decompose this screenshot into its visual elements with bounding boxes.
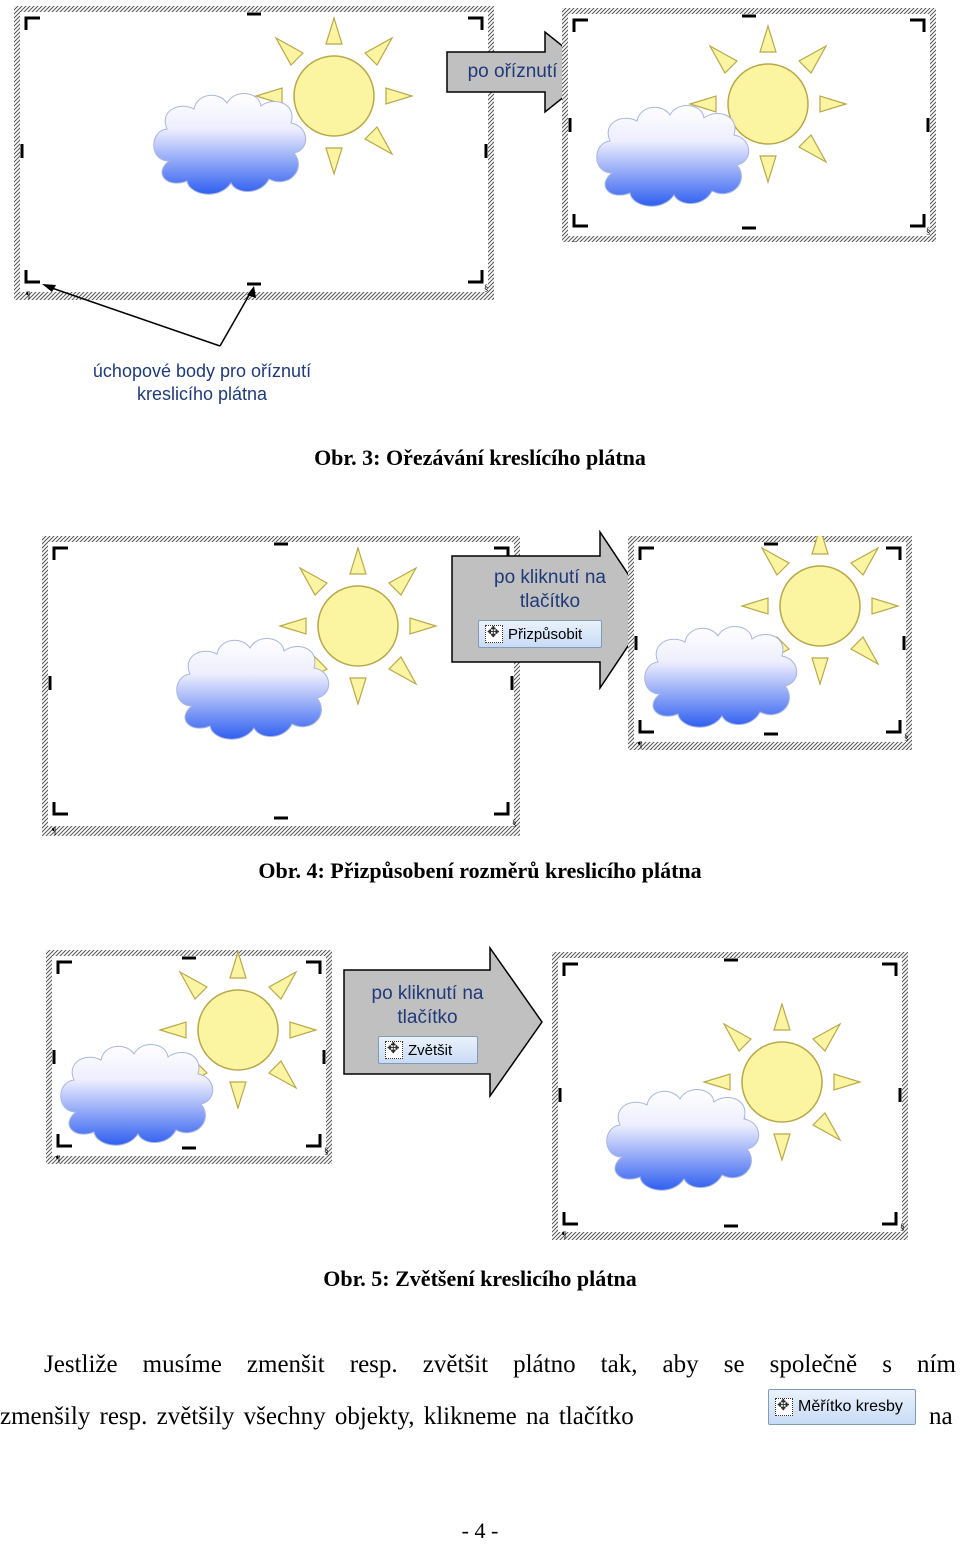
svg-text:§: §: [926, 226, 931, 236]
figure4-callout-line2: tlačítko: [519, 591, 581, 612]
paragraph-word: resp.: [349, 1351, 398, 1378]
svg-text:§: §: [484, 283, 489, 293]
paragraph-word: aby: [662, 1351, 699, 1378]
figure4-callout-text: po kliknutí na tlačítko: [455, 566, 645, 614]
paragraph-line2-text: zmenšily resp. zvětšily všechny objekty,…: [0, 1403, 634, 1430]
figure5-callout-text: po kliknutí na tlačítko: [345, 982, 510, 1030]
figure3-canvas-before[interactable]: ¶ §: [14, 6, 494, 300]
grip-label-line2: kreslicího plátna: [136, 384, 268, 404]
paragraph-word: společně: [769, 1351, 858, 1378]
figure3-grip-label: úchopové body pro oříznutí kreslicího pl…: [62, 360, 342, 406]
svg-text:¶: ¶: [26, 290, 30, 300]
figure3-callout-text: po oříznutí: [467, 61, 558, 82]
paragraph-word: se: [723, 1351, 745, 1378]
figure4-callout-line1: po kliknutí na: [494, 567, 606, 588]
svg-text:§: §: [904, 732, 909, 742]
figure4-canvas-before[interactable]: ¶ §: [42, 536, 520, 836]
resize-icon: [485, 623, 503, 643]
scale-drawing-button[interactable]: Měřítko kresby: [768, 1389, 916, 1425]
page-number: - 4 -: [461, 1518, 499, 1543]
figure5-callout-line1: po kliknutí na: [371, 983, 484, 1004]
figure5-canvas-before[interactable]: ¶ §: [46, 950, 332, 1164]
paragraph-word: zmenšit: [246, 1351, 325, 1378]
figure5-canvas-after[interactable]: ¶ §: [552, 952, 908, 1240]
paragraph-line-2: zmenšily resp. zvětšily všechny objekty,…: [0, 1389, 960, 1437]
scale-icon: [775, 1396, 793, 1416]
paragraph-word: musíme: [142, 1351, 222, 1378]
paragraph-word: ním: [917, 1351, 956, 1378]
figure5-caption: Obr. 5: Zvětšení kreslicího plátna: [323, 1266, 637, 1291]
figure3-grip-pointer-lines: [42, 284, 256, 347]
figure5-callout-line2: tlačítko: [397, 1007, 458, 1028]
paragraph-word: zvětšit: [422, 1351, 489, 1378]
paragraph-word: tak,: [600, 1351, 638, 1378]
svg-text:§: §: [512, 818, 517, 828]
figure4-callout-arrow: [451, 530, 653, 690]
svg-text:¶: ¶: [56, 1154, 60, 1164]
figure3-caption: Obr. 3: Ořezávání kreslícího plátna: [314, 445, 646, 470]
fit-button[interactable]: Přizpůsobit: [478, 620, 602, 648]
svg-text:§: §: [324, 1146, 329, 1156]
svg-text:¶: ¶: [562, 1230, 566, 1240]
figure4-caption: Obr. 4: Přizpůsobení rozměrů kreslicího …: [258, 858, 702, 883]
figure4-canvas-after[interactable]: ¶ §: [628, 536, 912, 750]
grip-label-line1: úchopové body pro oříznutí: [92, 361, 312, 381]
figure3-canvas-after[interactable]: ¶ §: [562, 8, 936, 242]
fit-button-label: Přizpůsobit: [508, 625, 583, 643]
enlarge-button-label: Zvětšit: [408, 1041, 453, 1059]
paragraph-word: s: [882, 1351, 892, 1378]
svg-text:§: §: [900, 1222, 905, 1232]
svg-text:¶: ¶: [52, 826, 56, 836]
scale-drawing-button-label: Měřítko kresby: [798, 1398, 903, 1415]
paragraph-line2-end: na: [929, 1403, 953, 1430]
svg-text:¶: ¶: [572, 240, 576, 242]
svg-text:¶: ¶: [638, 740, 642, 750]
paragraph-word: Jestliže: [44, 1351, 118, 1378]
paragraph-word: plátno: [513, 1351, 576, 1378]
enlarge-button[interactable]: Zvětšit: [378, 1036, 478, 1064]
resize-icon: [385, 1039, 403, 1059]
